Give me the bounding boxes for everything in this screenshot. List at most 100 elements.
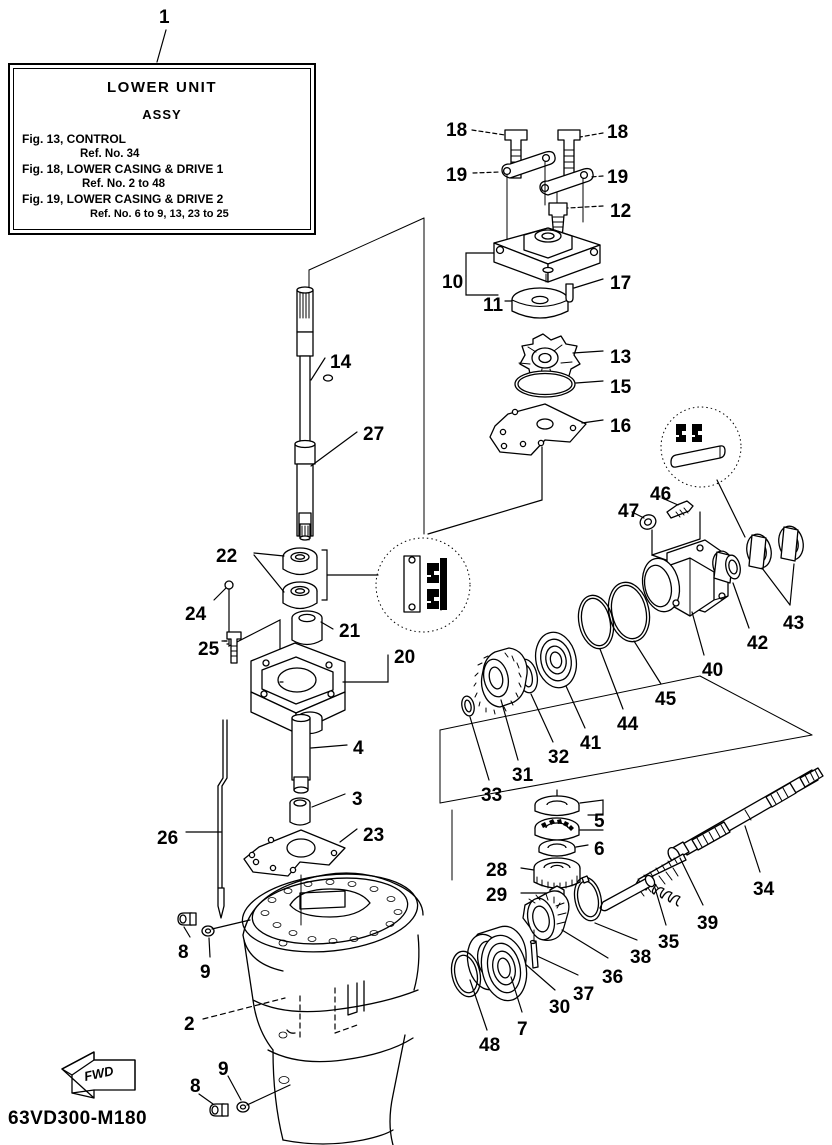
callout-number-40: 40 [702,660,724,681]
callout-number-38: 38 [630,947,652,968]
part-27-drive-shaft [294,286,316,541]
part-22-bearings [282,547,318,610]
part-44-oring [577,594,615,650]
callout-number-19b: 19 [607,167,629,188]
callout-number-3: 3 [352,789,363,810]
part-43-oil-seals [746,525,804,570]
callout-number-46: 46 [650,484,672,505]
part-33-washer-small [461,695,475,717]
callout-number-44: 44 [617,714,639,735]
callout-number-2: 2 [184,1014,195,1035]
part-16-gasket [489,403,587,456]
part-18-bolt-left [504,129,528,179]
callout-number-47: 47 [618,501,640,522]
part-15-seal [514,370,576,398]
callout-number-48: 48 [479,1035,501,1056]
callout-number-15: 15 [610,377,632,398]
callout-number-30: 30 [549,997,571,1018]
callout-number-31: 31 [512,765,534,786]
legend-line-fig18-ref: Ref. No. 2 to 48 [82,178,166,190]
callout-number-4: 4 [353,738,364,759]
part-9-washer-upper [201,925,215,937]
part-23-gasket [243,829,346,877]
callout-number-6: 6 [594,839,605,860]
fwd-arrow [61,1051,136,1099]
callout-number-39: 39 [697,913,719,934]
part-36-clutch-dog [522,890,570,942]
callout-number-8a: 8 [178,942,189,963]
callout-number-23: 23 [363,825,385,846]
callout-number-18b: 18 [607,122,629,143]
detail-circle-clips [660,406,742,488]
callout-number-16: 16 [610,416,632,437]
legend-box: LOWER UNIT ASSY Fig. 13, CONTROL Ref. No… [8,63,316,235]
callout-number-11: 11 [483,295,504,316]
callout-number-8b: 8 [190,1076,201,1097]
callout-number-26: 26 [157,828,179,849]
part-28-gear [533,857,581,890]
part-48-oring [450,950,482,998]
part-31-pinion-gear [473,647,528,715]
part-2-lower-casing [241,872,424,1145]
legend-line-fig19: Fig. 19, LOWER CASING & DRIVE 2 [22,192,224,206]
part-21-bushing [291,610,323,646]
legend-line-fig18: Fig. 18, LOWER CASING & DRIVE 1 [22,162,224,176]
part-35-pin [599,874,656,912]
part-26-shift-rod [217,719,228,919]
legend-line-fig19-ref: Ref. No. 6 to 9, 13, 23 to 25 [90,208,229,220]
part-3-bushing [289,797,311,826]
part-8-screw-lower [209,1103,229,1117]
callout-number-29: 29 [486,885,508,906]
callout-number-9b: 9 [218,1059,229,1080]
callout-number-34: 34 [753,879,775,900]
part-37-cross-pin [529,939,539,969]
part-19-link-left [501,150,556,179]
part-25-bolt [226,631,242,664]
callout-number-33: 33 [481,785,503,806]
callout-number-1: 1 [159,7,170,28]
legend-title: LOWER UNIT [107,79,217,96]
callout-number-43: 43 [783,613,805,634]
callout-number-27: 27 [363,424,385,445]
part-41-bearing [534,631,578,689]
part-11-plate [511,287,569,319]
callout-number-17: 17 [610,273,632,294]
callout-number-37: 37 [573,984,595,1005]
callout-number-9a: 9 [200,962,211,983]
callout-number-42: 42 [747,633,769,654]
callout-number-10: 10 [442,272,464,293]
legend-inner: LOWER UNIT ASSY Fig. 13, CONTROL Ref. No… [13,68,311,230]
callout-number-13: 13 [610,347,632,368]
callout-number-12: 12 [610,201,632,222]
callout-number-18a: 18 [446,120,468,141]
legend-subtitle: ASSY [142,107,182,122]
callout-number-22: 22 [216,546,238,567]
callout-number-41: 41 [580,733,602,754]
part-42-collar [712,550,741,584]
part-40-bearing-carrier [641,539,729,617]
legend-line-fig13-ref: Ref. No. 34 [80,148,140,160]
part-5-thrust-bearing [534,795,580,841]
callout-number-24: 24 [185,604,207,625]
part-4-shaft [291,713,311,794]
callout-number-20: 20 [394,647,416,668]
part-8-screw-upper [177,912,197,926]
part-10-pump-housing [493,227,601,283]
part-34-propeller-shaft [667,767,824,864]
drawing-code: 63VD300-M180 [8,1108,148,1129]
callout-number-14: 14 [330,352,352,373]
callout-number-7: 7 [517,1019,528,1040]
callout-number-5: 5 [594,811,605,832]
part-6-washer [538,839,576,857]
part-47-washer [639,514,657,530]
callout-number-36: 36 [602,967,624,988]
callout-number-28: 28 [486,860,508,881]
part-38-snap-ring [573,875,603,922]
callout-number-35: 35 [658,932,680,953]
part-9-washer-lower [236,1101,250,1113]
callout-number-32: 32 [548,747,570,768]
part-17-pin [565,283,574,303]
legend-line-fig13: Fig. 13, CONTROL [22,132,127,146]
